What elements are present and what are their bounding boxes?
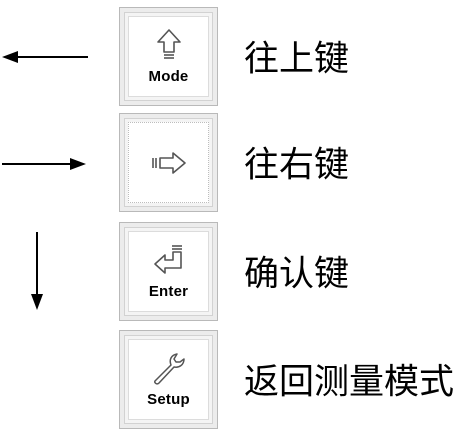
up-arrow-outline-icon	[156, 29, 181, 59]
back-to-measure-description: 返回测量模式	[244, 362, 455, 403]
right-arrow-icon	[2, 158, 86, 170]
left-arrow-icon	[2, 51, 88, 63]
enter-button[interactable]: Enter	[119, 222, 218, 321]
down-arrow-icon	[31, 232, 43, 310]
key-row-right: 往右键	[0, 113, 472, 213]
right-button[interactable]	[119, 113, 218, 212]
right-arrow-outline-icon	[151, 152, 186, 174]
right-key-description: 往右键	[244, 145, 350, 186]
key-row-enter: Enter 确认键	[0, 222, 472, 322]
enter-return-icon	[153, 245, 182, 274]
confirm-key-description: 确认键	[244, 254, 350, 295]
mode-key-label: Mode	[148, 68, 189, 85]
setup-key-label: Setup	[147, 391, 190, 408]
setup-button[interactable]: Setup	[119, 330, 218, 429]
wrench-icon	[153, 353, 185, 385]
mode-button[interactable]: Mode	[119, 7, 218, 106]
enter-key-label: Enter	[148, 283, 189, 300]
up-key-description: 往上键	[244, 39, 350, 80]
key-row-mode: Mode 往上键	[0, 7, 472, 107]
key-row-setup: Setup 返回测量模式	[0, 330, 472, 430]
